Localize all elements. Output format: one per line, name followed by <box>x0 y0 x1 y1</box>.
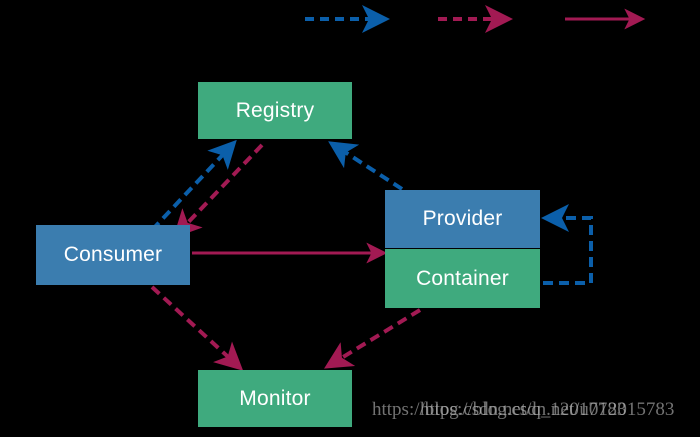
node-consumer-label: Consumer <box>63 243 163 266</box>
node-monitor-label: Monitor <box>239 386 311 410</box>
watermark-url-secondary: https://blog.csdn.net/u012015783 <box>420 399 675 420</box>
node-registry[interactable]: Registry <box>198 82 352 139</box>
edge-provider-register-registry <box>328 141 404 191</box>
watermark-url-primary: https://blog.csdn.net/q_12017783 <box>372 399 627 420</box>
node-container-label: Container <box>416 266 509 290</box>
node-registry-label: Registry <box>235 98 315 122</box>
node-monitor[interactable]: Monitor <box>198 370 352 427</box>
node-provider[interactable]: Provider <box>385 190 540 248</box>
node-container[interactable]: Container <box>385 249 540 308</box>
node-consumer[interactable]: Consumer <box>36 225 190 285</box>
edge-consumer-subscribe-registry <box>150 139 237 232</box>
edge-container-init-provider <box>541 204 593 285</box>
edge-registry-notify-consumer <box>173 143 264 239</box>
edge-consumer-count-monitor <box>150 285 244 371</box>
node-provider-label: Provider <box>422 207 503 230</box>
edge-container-count-monitor <box>324 308 422 369</box>
